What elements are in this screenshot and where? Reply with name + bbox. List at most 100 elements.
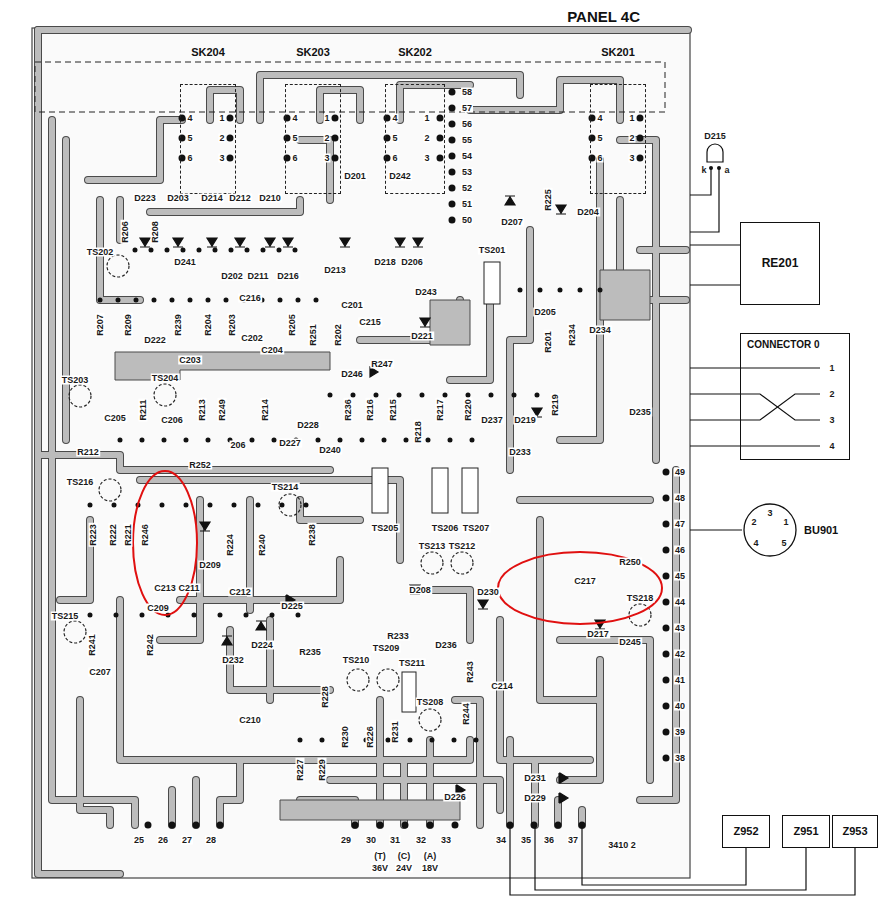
part-name: SK202: [398, 46, 432, 58]
pcb-label: D225: [280, 602, 304, 611]
part-name: SK204: [191, 46, 225, 58]
pcb-label: D212: [228, 194, 252, 203]
pcb-label: 51: [461, 200, 473, 209]
pcb-label: 37: [567, 836, 579, 845]
pcb-label: 3: [828, 416, 835, 425]
pcb-label: R246: [141, 523, 150, 547]
pcb-label: 6: [391, 154, 398, 163]
pcb-label: D237: [480, 416, 504, 425]
socket-connector: SK201: [590, 46, 646, 196]
pcb-label: 34: [495, 836, 507, 845]
part-name: SK201: [601, 46, 635, 58]
relay-box: RE201: [740, 222, 820, 305]
pcb-label: TS202: [86, 248, 115, 257]
part-name: Z952: [733, 825, 758, 837]
pcb-label: R252: [188, 461, 212, 470]
pcb-label: R212: [76, 448, 100, 457]
circuit-board: SK204SK203SK202SK201PANEL 4C: [28, 6, 690, 878]
module-box: Z952: [722, 815, 770, 848]
pcb-label: a: [723, 166, 730, 175]
socket-connector: SK204: [180, 46, 236, 196]
pcb-label: D203: [166, 194, 190, 203]
pcb-label: 4: [828, 442, 835, 451]
pcb-label: TS208: [416, 698, 445, 707]
pcb-label: D217: [586, 630, 610, 639]
pcb-label: R205: [288, 313, 297, 337]
pcb-label: 4: [291, 114, 298, 123]
pcb-label: D222: [143, 336, 167, 345]
pcb-label: C205: [103, 414, 127, 423]
part-name: Z951: [793, 825, 818, 837]
pcb-label: 46: [674, 546, 686, 555]
pcb-label: 5: [391, 134, 398, 143]
pcb-label: D233: [508, 448, 532, 457]
pcb-label: R201: [544, 330, 553, 354]
pcb-label: R217: [436, 398, 445, 422]
pcb-label: D210: [258, 194, 282, 203]
pcb-label: D245: [618, 638, 642, 647]
pcb-label: C210: [238, 716, 262, 725]
pcb-label: TS213: [418, 542, 447, 551]
pcb-label: TS209: [372, 644, 401, 653]
pcb-label: D206: [400, 258, 424, 267]
pcb-label: 24V: [395, 864, 413, 873]
pcb-label: TS201: [478, 246, 507, 255]
pcb-label: C209: [146, 604, 170, 613]
pcb-label: D208: [408, 586, 432, 595]
pcb-label: R224: [226, 533, 235, 557]
pcb-label: R202: [334, 323, 343, 347]
pcb-label: C207: [88, 668, 112, 677]
pcb-label: R242: [146, 633, 155, 657]
pcb-label: TS215: [51, 612, 80, 621]
pcb-label: TS218: [626, 594, 655, 603]
pcb-label: R227: [296, 758, 305, 782]
pcb-label: R215: [389, 398, 398, 422]
pcb-label: 18V: [421, 864, 439, 873]
pcb-label: TS206: [431, 524, 460, 533]
pcb-label: 206: [229, 441, 246, 450]
pcb-label: R235: [298, 648, 322, 657]
pcb-label: 4: [391, 114, 398, 123]
pcb-label: 45: [674, 572, 686, 581]
pcb-label: D205: [533, 308, 557, 317]
pcb-label: 2: [323, 134, 330, 143]
pcb-label: D246: [340, 370, 364, 379]
pcb-label: TS205: [371, 524, 400, 533]
pcb-label: 4: [596, 114, 603, 123]
pcb-label: D228: [296, 421, 320, 430]
wire-connector: [510, 848, 855, 895]
pcb-label: R250: [618, 558, 642, 567]
pcb-label: TS204: [151, 374, 180, 383]
pcb-label: R234: [568, 323, 577, 347]
pcb-label: D209: [198, 561, 222, 570]
pcb-label: R208: [151, 220, 160, 244]
pcb-label: R231: [391, 720, 400, 744]
pcb-label: R207: [96, 313, 105, 337]
module-box: Z951: [782, 815, 830, 848]
pcb-label: D202: [220, 272, 244, 281]
pcb-label: 50: [461, 216, 473, 225]
module-box: Z953: [832, 815, 878, 848]
pcb-label: C203: [178, 356, 202, 365]
pcb-label: C206: [160, 416, 184, 425]
pcb-label: R251: [309, 323, 318, 347]
pcb-label: C216: [238, 294, 262, 303]
pcb-label: 58: [461, 88, 473, 97]
pcb-label: TS214: [271, 483, 300, 492]
pcb-label: R216: [366, 398, 375, 422]
pcb-label: TS207: [462, 524, 491, 533]
pcb-label: R241: [88, 633, 97, 657]
socket-outline: [285, 84, 341, 194]
din-socket: BU901: [742, 502, 854, 558]
part-name: BU901: [804, 524, 838, 536]
pcb-label: (A): [423, 852, 438, 861]
part-name: Z953: [842, 825, 867, 837]
pcb-label: 6: [186, 154, 193, 163]
pcb-label: C201: [340, 301, 364, 310]
pcb-label: 56: [461, 120, 473, 129]
pcb-label: D201: [343, 172, 367, 181]
pcb-label: 6: [596, 154, 603, 163]
